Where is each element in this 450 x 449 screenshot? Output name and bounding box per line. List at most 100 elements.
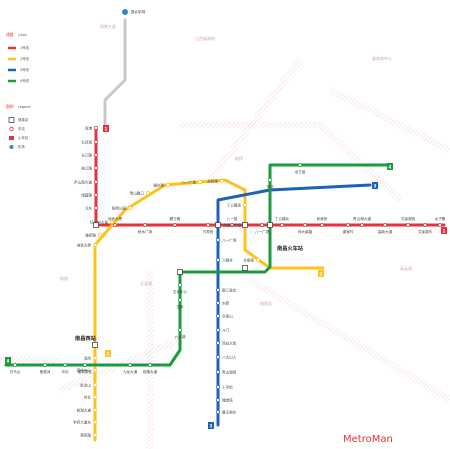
station-dot[interactable]	[406, 223, 410, 227]
interchange-icon[interactable]	[242, 222, 248, 228]
svg-text:4: 4	[389, 165, 392, 170]
station-dot[interactable]	[438, 223, 442, 227]
station-dot[interactable]	[256, 258, 260, 262]
station-dot[interactable]	[423, 223, 427, 227]
line3-route	[216, 183, 372, 427]
station-dot[interactable]	[320, 223, 324, 227]
station-dot[interactable]	[383, 223, 387, 227]
interchange-icon[interactable]	[92, 342, 98, 348]
station-label: 乐化	[61, 369, 69, 374]
station-dot[interactable]	[93, 243, 97, 247]
station-label: 师大南路	[298, 229, 313, 234]
district-label-6: 南昌县	[260, 300, 272, 306]
svg-text:1: 1	[443, 229, 446, 234]
station-label: 彭家桥	[317, 216, 328, 221]
brand-logo: MetroMan	[343, 434, 393, 445]
station-dot[interactable]	[216, 370, 220, 374]
interchange-icon[interactable]	[215, 222, 221, 228]
station-dot[interactable]	[243, 203, 247, 207]
station-dot[interactable]	[94, 180, 98, 184]
station-label: 地铁大厦	[77, 242, 92, 247]
station-dot[interactable]	[43, 363, 47, 367]
station-dot[interactable]	[94, 193, 98, 197]
station-label: 孔目湖	[81, 139, 92, 144]
station-dot[interactable]	[173, 223, 177, 227]
station-label: 高新大道	[378, 229, 393, 234]
station-dot[interactable]	[216, 328, 220, 332]
station-label: 九龙湖	[175, 334, 186, 339]
station-dot[interactable]	[216, 410, 220, 414]
interchange-icon[interactable]	[93, 222, 99, 228]
district-label-1: 地铁大厦	[100, 23, 116, 29]
interchange-icon[interactable]	[177, 269, 183, 275]
station-dot[interactable]	[178, 298, 182, 302]
station-dot[interactable]	[360, 223, 364, 227]
station-dot[interactable]	[93, 408, 97, 412]
station-label: 十字街	[222, 384, 233, 389]
station-dot[interactable]	[178, 328, 182, 332]
station-dot[interactable]	[93, 356, 97, 360]
station-dot[interactable]	[260, 223, 264, 227]
station-dot[interactable]	[230, 223, 234, 227]
station-dot[interactable]	[280, 223, 284, 227]
station-dot[interactable]	[216, 355, 220, 359]
station-dot[interactable]	[93, 368, 97, 372]
station-dot[interactable]	[94, 153, 98, 157]
station-dot[interactable]	[216, 385, 220, 389]
station-dot[interactable]	[128, 206, 132, 210]
line4-route	[4, 163, 392, 367]
hub-east-label: 南昌火车站	[277, 244, 304, 252]
station-dot[interactable]	[143, 223, 147, 227]
station-label: 万寿宫	[203, 229, 214, 234]
station-dot[interactable]	[298, 163, 302, 167]
station-dot[interactable]	[93, 383, 97, 387]
station-dot[interactable]	[216, 288, 220, 292]
station-dot[interactable]	[146, 191, 150, 195]
station-dot[interactable]	[93, 420, 97, 424]
station-dot[interactable]	[216, 398, 220, 402]
station-dot[interactable]	[216, 341, 220, 345]
station-label: 福州路	[153, 182, 164, 187]
station-dot[interactable]	[113, 223, 117, 227]
line2-route	[93, 178, 325, 347]
station-dot[interactable]	[94, 126, 98, 130]
station-dot[interactable]	[94, 166, 98, 170]
svg-text:3: 3	[374, 184, 377, 189]
station-dot[interactable]	[94, 140, 98, 144]
station-dot[interactable]	[166, 183, 170, 187]
interchange-icon[interactable]	[267, 222, 273, 228]
station-dot[interactable]	[216, 301, 220, 305]
station-label: 西站大街	[222, 340, 237, 345]
station-label: 九龙大道	[123, 369, 138, 374]
station-label: 庐山南大道	[74, 179, 92, 184]
station-dot[interactable]	[94, 206, 98, 210]
station-dot[interactable]	[98, 233, 102, 237]
station-dot[interactable]	[206, 223, 210, 227]
station-dot[interactable]	[128, 363, 132, 367]
station-dot[interactable]	[346, 223, 350, 227]
station-dot[interactable]	[220, 179, 224, 183]
station-dot[interactable]	[63, 363, 67, 367]
svg-text:3: 3	[210, 424, 213, 429]
station-dot[interactable]	[198, 180, 202, 184]
interchange-icon[interactable]	[242, 265, 248, 271]
station-dot[interactable]	[93, 395, 97, 399]
station-dot[interactable]	[178, 283, 182, 287]
station-dot[interactable]	[268, 178, 272, 182]
svg-text:4: 4	[7, 359, 10, 364]
station-label: 绳金塔	[222, 397, 233, 402]
station-dot[interactable]	[216, 238, 220, 242]
station-dot[interactable]	[216, 258, 220, 262]
station-label: 卧龙山	[80, 382, 91, 387]
station-label: 六眼井	[222, 257, 233, 262]
station-dot[interactable]	[83, 363, 87, 367]
station-dot[interactable]	[93, 433, 97, 437]
station-dot[interactable]	[13, 363, 17, 367]
station-dot[interactable]	[110, 220, 114, 224]
station-dot[interactable]	[148, 363, 152, 367]
station-dot[interactable]	[216, 314, 220, 318]
station-dot[interactable]	[303, 223, 307, 227]
